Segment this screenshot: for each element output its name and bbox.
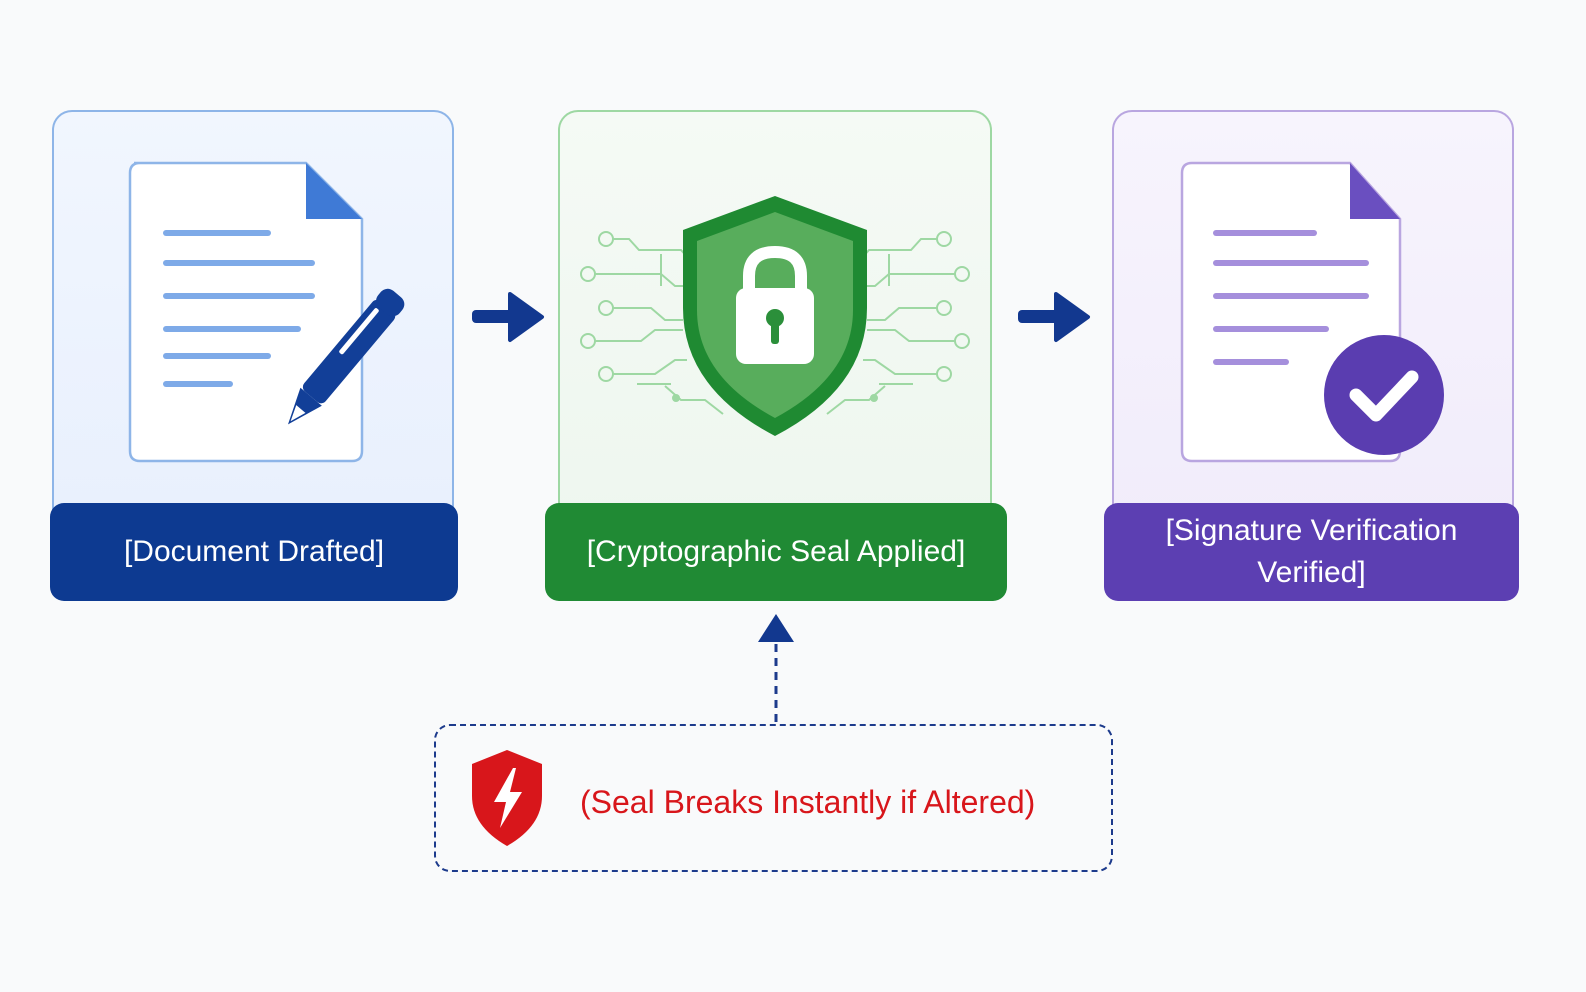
shield-lock-icon xyxy=(580,196,970,436)
step-label-signature-verification: [Signature Verification Verified] xyxy=(1104,503,1519,601)
arrow-right-icon xyxy=(472,292,544,342)
dashed-arrow-up-icon xyxy=(758,614,794,724)
step-label-cryptographic-seal: [Cryptographic Seal Applied] xyxy=(545,503,1007,601)
step-label-document-drafted: [Document Drafted] xyxy=(50,503,458,601)
tamper-warning-text: (Seal Breaks Instantly if Altered) xyxy=(580,784,1036,820)
document-check-icon xyxy=(1180,161,1444,463)
tamper-warning-box xyxy=(434,724,1113,872)
document-pen-icon xyxy=(128,161,405,463)
shield-lightning-icon xyxy=(472,750,542,846)
arrow-right-icon xyxy=(1018,292,1090,342)
